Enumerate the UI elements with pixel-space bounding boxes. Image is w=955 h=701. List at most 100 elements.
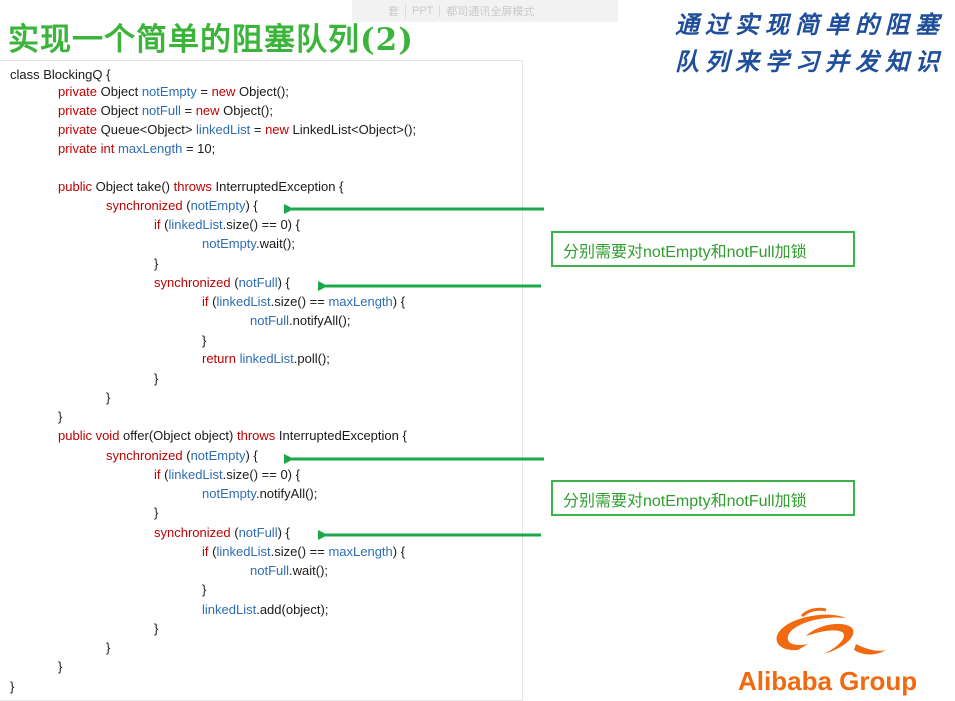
code-token: (: [182, 198, 191, 213]
code-token: private: [58, 103, 98, 118]
toolbar-item[interactable]: 都司通讯全屏模式: [446, 6, 535, 18]
code-line: synchronized (notFull) {: [154, 525, 290, 540]
code-token: Object take(): [91, 179, 174, 194]
code-token: Object: [97, 103, 142, 118]
code-token: ) {: [245, 448, 258, 463]
code-line: if (linkedList.size() == maxLength) {: [202, 294, 405, 309]
code-line: }: [154, 505, 158, 520]
code-line: public void offer(Object object) throws …: [58, 428, 407, 443]
code-line: if (linkedList.size() == maxLength) {: [202, 544, 405, 559]
code-line: }: [58, 659, 62, 674]
code-token: }: [10, 679, 15, 694]
code-token: ) {: [277, 275, 290, 290]
code-token: private: [58, 122, 98, 137]
subtitle-line: 队列来学习并发知识: [675, 47, 945, 76]
code-token: }: [154, 621, 159, 636]
code-token: InterruptedException {: [275, 428, 407, 443]
code-line: return linkedList.poll();: [202, 351, 330, 366]
code-token: throws: [173, 179, 212, 194]
code-token: throws: [236, 428, 276, 443]
code-token: ) {: [392, 544, 406, 559]
code-token: maxLength: [328, 544, 393, 559]
slide-title: 实现一个简单的阻塞队列(2): [8, 22, 414, 58]
code-token: =: [250, 122, 266, 137]
code-token: }: [106, 640, 111, 655]
code-line: linkedList.add(object);: [202, 602, 328, 617]
top-toolbar: 套 PPT 都司通讯全屏模式: [352, 0, 618, 22]
code-line: }: [202, 582, 206, 597]
code-token: ) {: [277, 525, 290, 540]
code-token: notEmpty: [190, 198, 246, 213]
code-token: }: [154, 505, 159, 520]
code-token: notEmpty: [190, 448, 246, 463]
code-line: notFull.notifyAll();: [250, 313, 350, 328]
code-token: .add(object);: [256, 602, 329, 617]
code-token: new: [265, 122, 289, 137]
code-token: Object: [97, 84, 142, 99]
code-line: }: [202, 333, 206, 348]
code-token: class BlockingQ {: [10, 67, 111, 82]
code-token: if: [154, 467, 161, 482]
code-token: Object();: [219, 103, 274, 118]
code-token: LinkedList<Object>();: [288, 122, 417, 137]
code-token: notFull: [238, 525, 278, 540]
code-token: InterruptedException {: [211, 179, 344, 194]
code-token: .notifyAll();: [255, 486, 318, 501]
code-token: }: [106, 390, 111, 405]
code-token: if: [154, 217, 161, 232]
code-line: notEmpty.notifyAll();: [202, 486, 317, 501]
code-token: ) {: [245, 198, 258, 213]
code-token: linkedList: [216, 544, 271, 559]
code-line: }: [154, 621, 158, 636]
code-token: }: [58, 659, 63, 674]
code-line: synchronized (notEmpty) {: [106, 198, 258, 213]
code-token: private: [58, 84, 98, 99]
code-token: notEmpty: [202, 486, 256, 501]
code-token: .wait();: [255, 236, 295, 251]
code-line: private Object notEmpty = new Object();: [58, 84, 289, 99]
code-token: ) {: [392, 294, 406, 309]
code-token: .notifyAll();: [289, 313, 351, 328]
code-token: (: [208, 544, 217, 559]
code-line: synchronized (notFull) {: [154, 275, 290, 290]
code-token: linkedList: [196, 122, 251, 137]
code-token: }: [58, 409, 63, 424]
code-token: linkedList: [202, 602, 257, 617]
code-token: notEmpty: [141, 84, 197, 99]
code-token: .wait();: [289, 563, 329, 578]
code-token: (: [182, 448, 191, 463]
code-line: private Queue<Object> linkedList = new L…: [58, 122, 416, 137]
code-line: }: [10, 679, 14, 694]
code-token: .size() == 0) {: [222, 217, 300, 232]
code-token: synchronized: [106, 198, 183, 213]
toolbar-item[interactable]: PPT: [412, 5, 441, 17]
code-line: if (linkedList.size() == 0) {: [154, 217, 300, 232]
code-token: offer(Object object): [119, 428, 237, 443]
code-token: notFull: [250, 563, 290, 578]
code-line: }: [106, 390, 110, 405]
alibaba-logo: Alibaba Group: [736, 606, 936, 696]
code-token: Queue<Object>: [97, 122, 197, 137]
code-token: Object();: [235, 84, 289, 99]
code-line: private int maxLength = 10;: [58, 141, 215, 156]
code-token: = 10;: [182, 141, 216, 156]
code-token: notFull: [250, 313, 290, 328]
code-token: return: [202, 351, 236, 366]
code-token: (: [230, 275, 239, 290]
code-token: if: [202, 544, 209, 559]
code-token: synchronized: [154, 525, 231, 540]
code-line: }: [154, 256, 158, 271]
lock-note: 分别需要对notEmpty和notFull加锁: [551, 231, 855, 267]
code-token: }: [202, 582, 207, 597]
alibaba-logo-icon: [776, 607, 886, 655]
code-line: notFull.wait();: [250, 563, 328, 578]
code-token: (: [160, 467, 169, 482]
code-line: synchronized (notEmpty) {: [106, 448, 258, 463]
code-token: notEmpty: [202, 236, 256, 251]
code-token: public: [58, 179, 92, 194]
code-line: public Object take() throws InterruptedE…: [58, 179, 343, 194]
toolbar-item[interactable]: 套: [388, 3, 406, 19]
code-token: synchronized: [106, 448, 183, 463]
code-line: if (linkedList.size() == 0) {: [154, 467, 300, 482]
code-token: (: [230, 525, 239, 540]
